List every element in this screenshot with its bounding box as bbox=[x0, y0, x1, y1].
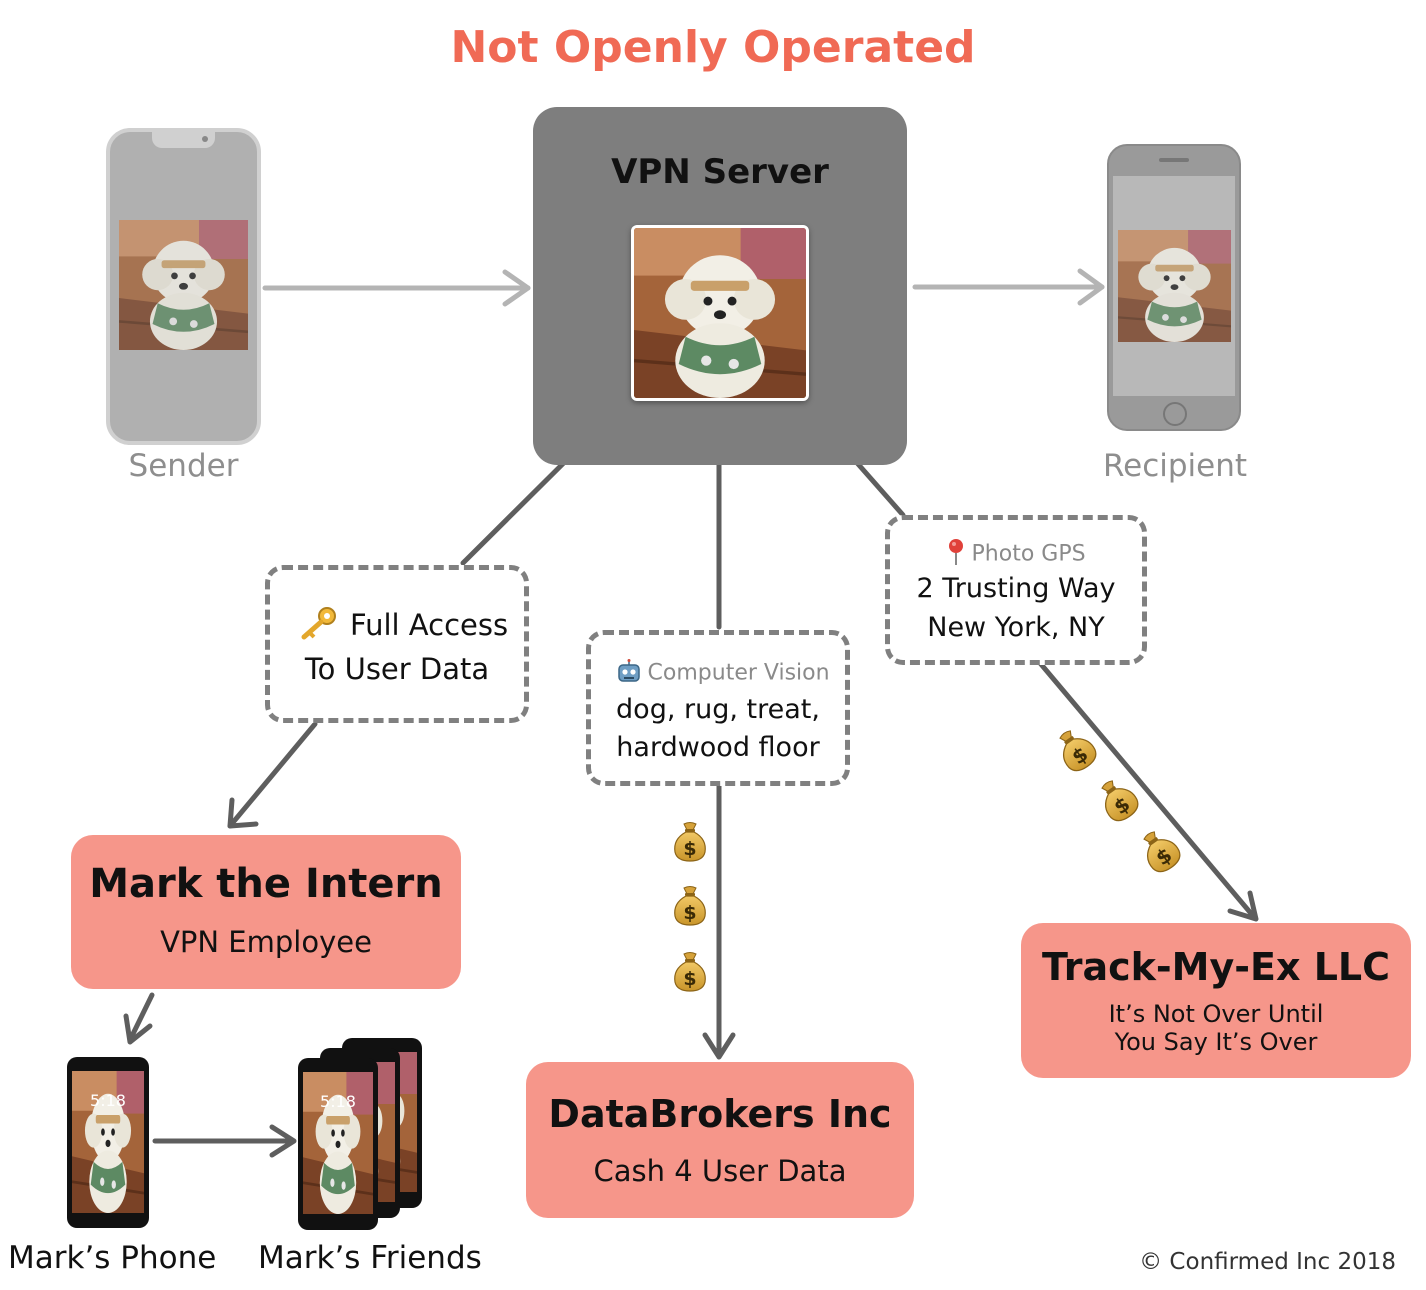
recipient-dog-photo bbox=[1118, 230, 1231, 342]
computer-vision-line2: hardwood floor bbox=[616, 732, 820, 763]
databrokers-title: DataBrokers Inc bbox=[548, 1092, 892, 1136]
trackmyex-title: Track-My-Ex LLC bbox=[1041, 945, 1391, 989]
copyright: © Confirmed Inc 2018 bbox=[1139, 1249, 1396, 1275]
vpn-server-title: VPN Server bbox=[611, 152, 829, 192]
full-access-line2: To User Data bbox=[304, 652, 490, 686]
trackmyex-subtitle-2: You Say It’s Over bbox=[1114, 1028, 1318, 1056]
sender-label: Sender bbox=[128, 448, 239, 484]
robot-icon bbox=[616, 659, 642, 687]
diagram-title: Not Openly Operated bbox=[450, 22, 976, 73]
marks-phone-time: 5:18 bbox=[90, 1091, 126, 1110]
gps-to-trackmyex-arrow bbox=[1037, 660, 1257, 920]
money-bag-icon bbox=[674, 951, 706, 992]
recipient-label: Recipient bbox=[1102, 448, 1248, 484]
recipient-phone bbox=[1107, 144, 1241, 431]
mark-the-intern-box: Mark the Intern VPN Employee bbox=[71, 835, 461, 989]
photo-gps-callout: Photo GPS 2 Trusting Way New York, NY bbox=[885, 515, 1147, 665]
trackmyex-box: Track-My-Ex LLC It’s Not Over Until You … bbox=[1021, 923, 1411, 1078]
money-bag-icon bbox=[674, 821, 706, 862]
photo-gps-heading: Photo GPS bbox=[971, 541, 1086, 567]
photo-gps-line2: New York, NY bbox=[927, 612, 1105, 643]
friends-phone-time: 5:18 bbox=[320, 1092, 356, 1111]
sender-phone bbox=[106, 128, 261, 445]
full-access-line1: Full Access bbox=[350, 608, 509, 642]
computer-vision-callout: Computer Vision dog, rug, treat, hardwoo… bbox=[586, 630, 850, 786]
money-bag-icon bbox=[674, 885, 706, 926]
marks-phone: 5:18 bbox=[67, 1057, 149, 1228]
marks-friends-label: Mark’s Friends bbox=[258, 1240, 482, 1276]
intern-to-phone-arrow bbox=[127, 992, 155, 1043]
computer-vision-line1: dog, rug, treat, bbox=[616, 694, 820, 725]
computer-vision-heading: Computer Vision bbox=[647, 660, 830, 686]
friends-phone-front: 5:18 bbox=[298, 1058, 378, 1230]
trackmyex-subtitle-1: It’s Not Over Until bbox=[1108, 1000, 1324, 1028]
photo-gps-line1: 2 Trusting Way bbox=[916, 573, 1116, 604]
databrokers-subtitle: Cash 4 User Data bbox=[593, 1154, 847, 1188]
pin-icon bbox=[946, 538, 966, 570]
marks-phone-label: Mark’s Phone bbox=[8, 1240, 217, 1276]
full-access-callout: Full Access To User Data bbox=[265, 565, 529, 723]
server-dog-photo bbox=[631, 225, 809, 401]
mark-the-intern-title: Mark the Intern bbox=[89, 861, 443, 907]
sender-dog-photo bbox=[119, 220, 248, 350]
key-icon bbox=[300, 606, 338, 644]
databrokers-box: DataBrokers Inc Cash 4 User Data bbox=[526, 1062, 914, 1218]
access-to-intern-arrow bbox=[227, 721, 318, 829]
mark-the-intern-subtitle: VPN Employee bbox=[160, 925, 372, 959]
